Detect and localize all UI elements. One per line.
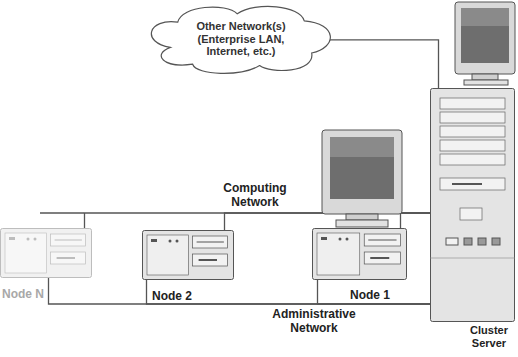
- cluster-server: Cluster Server: [430, 88, 515, 322]
- tower-case: [430, 89, 515, 322]
- computer-case: [143, 231, 234, 280]
- network-link: [225, 213, 431, 231]
- network-text: Other Network(s) (Enterprise LAN, Intern…: [182, 20, 300, 58]
- network-cloud: Other Network(s) (Enterprise LAN, Intern…: [148, 4, 334, 74]
- network-link: [85, 213, 431, 229]
- node-label: Node 1: [350, 289, 390, 303]
- computer-illustration: [312, 228, 407, 280]
- node-label: Cluster Server: [464, 324, 514, 349]
- computer-illustration: [142, 230, 234, 280]
- monitor: [322, 130, 402, 227]
- network-label: Computing Network: [215, 182, 295, 210]
- network-link: [147, 280, 431, 305]
- monitor: [455, 2, 515, 85]
- network-link: [318, 280, 431, 305]
- compute-node: Node 2: [142, 230, 234, 280]
- compute-node: Node 1: [312, 228, 407, 280]
- network-link: [329, 40, 438, 89]
- node-label: Node 2: [152, 290, 192, 304]
- network-label: Administrative Network: [268, 308, 360, 336]
- server-illustration: [430, 88, 515, 322]
- network-link: [49, 278, 431, 305]
- compute-node: Node N: [0, 228, 92, 278]
- bus-stub: [40, 212, 84, 213]
- node-label: Node N: [2, 288, 44, 302]
- computer-case: [313, 229, 407, 280]
- computer-case: [1, 229, 92, 278]
- computer-illustration: [0, 228, 92, 278]
- network-link: [401, 213, 431, 229]
